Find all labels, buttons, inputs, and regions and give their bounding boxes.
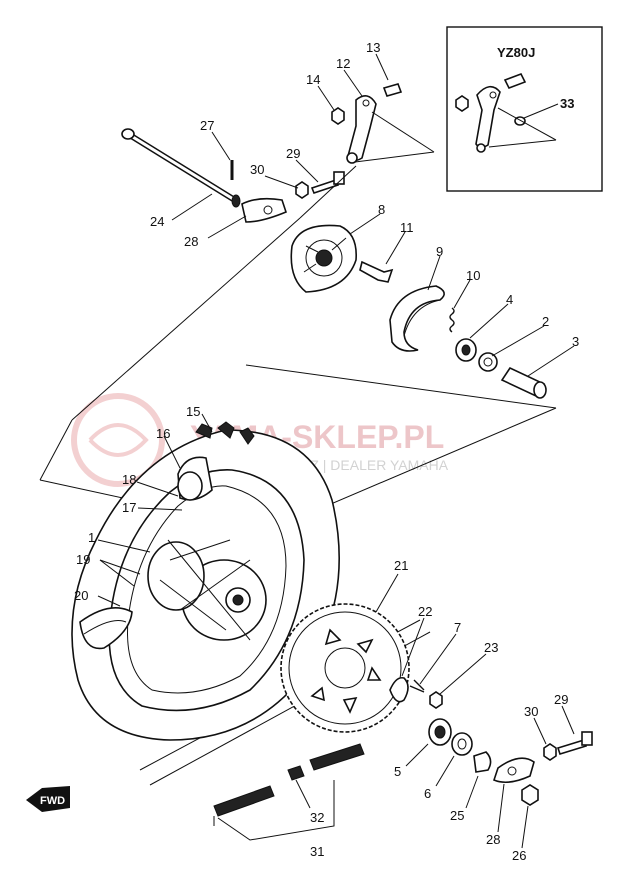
- callout-25: 25: [450, 808, 464, 823]
- callout-21: 21: [394, 558, 408, 573]
- inset-title: YZ80J: [497, 45, 535, 60]
- callout-15: 15: [186, 404, 200, 419]
- callout-17: 17: [122, 500, 136, 515]
- callout-19: 19: [76, 552, 90, 567]
- callout-27: 27: [200, 118, 214, 133]
- callout-13: 13: [366, 40, 380, 55]
- callout-32: 32: [310, 810, 324, 825]
- callout-1: 1: [88, 530, 95, 545]
- callout-11: 11: [400, 220, 414, 235]
- callout-2: 2: [542, 314, 549, 329]
- callout-22: 22: [418, 604, 432, 619]
- drive-chain: [213, 743, 365, 826]
- callout-30-upper: 30: [250, 162, 264, 177]
- callout-8: 8: [378, 202, 385, 217]
- callout-3: 3: [572, 334, 579, 349]
- fwd-direction-marker: FWD: [26, 786, 70, 812]
- callout-18: 18: [122, 472, 136, 487]
- leader-lines: [97, 53, 575, 849]
- callout-numbers: 13 12 14 27 29 30 24 28 8 11 9 10 4 2 3 …: [74, 40, 579, 863]
- fwd-label: FWD: [40, 795, 65, 807]
- callout-23: 23: [484, 640, 498, 655]
- callout-20: 20: [74, 588, 88, 603]
- sprocket: [280, 603, 410, 733]
- callout-24: 24: [150, 214, 164, 229]
- callout-33: 33: [560, 96, 574, 111]
- callout-28-lower: 28: [486, 832, 500, 847]
- sprocket-fasteners: [389, 676, 443, 709]
- callout-28-upper: 28: [184, 234, 198, 249]
- callout-7: 7: [454, 620, 461, 635]
- right-side-parts: [428, 718, 593, 806]
- callout-29-upper: 29: [286, 146, 300, 161]
- brake-arm-assembly: [121, 83, 435, 223]
- callout-31: 31: [310, 844, 324, 859]
- inset-yz80j: YZ80J: [446, 26, 603, 192]
- watermark-logo-icon: [71, 393, 165, 487]
- callout-29-lower: 29: [554, 692, 568, 707]
- callout-14: 14: [306, 72, 320, 87]
- callout-5: 5: [394, 764, 401, 779]
- callout-9: 9: [436, 244, 443, 259]
- callout-4: 4: [506, 292, 513, 307]
- callout-10: 10: [466, 268, 480, 283]
- rear-wheel: [71, 421, 340, 741]
- callout-30-lower: 30: [524, 704, 538, 719]
- callout-6: 6: [424, 786, 431, 801]
- callout-26: 26: [512, 848, 526, 863]
- callout-16: 16: [156, 426, 170, 441]
- brake-panel-assembly: [290, 224, 547, 399]
- callout-12: 12: [336, 56, 350, 71]
